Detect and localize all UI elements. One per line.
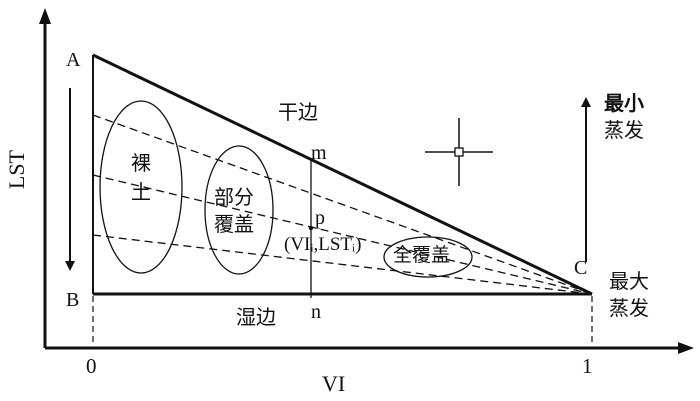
point-m-label: m xyxy=(311,142,327,164)
bare-soil-text: 裸土 xyxy=(131,151,151,204)
point-B-label: B xyxy=(66,289,80,311)
y-axis-label: LST xyxy=(4,150,29,190)
max-evaporation-line2: 蒸发 xyxy=(609,296,649,320)
crosshair-center xyxy=(454,147,464,157)
dry-edge-label: 干边 xyxy=(278,100,318,124)
isoline-2 xyxy=(92,174,593,295)
y-axis-arrowhead xyxy=(39,8,51,24)
full-cover-ellipse xyxy=(383,236,473,278)
x-tick-0: 0 xyxy=(86,354,97,378)
min-evaporation-line1: 最小 xyxy=(604,91,644,115)
isoline-3 xyxy=(92,234,593,295)
point-A-label: A xyxy=(66,49,81,71)
point-p-label: p xyxy=(315,207,325,229)
bare-soil-label: 裸土 xyxy=(125,149,157,207)
bare-soil-ellipse xyxy=(99,100,183,274)
partial-cover-line2: 覆盖 xyxy=(214,212,254,236)
point-p-coordinates: (VIᵢ,LSTᵢ) xyxy=(284,234,362,255)
point-n-label: n xyxy=(311,301,321,323)
full-cover-label: 全覆盖 xyxy=(393,244,451,266)
isoline-1 xyxy=(92,114,593,295)
max-evaporation-label: 最大 蒸发 xyxy=(609,268,649,322)
partial-cover-line1: 部分 xyxy=(214,185,254,209)
point-C-label: C xyxy=(574,257,588,279)
x-axis-arrowhead xyxy=(678,342,694,354)
partial-cover-ellipse xyxy=(204,145,274,275)
min-evaporation-line2: 蒸发 xyxy=(604,118,644,142)
min-evaporation-label: 最小 蒸发 xyxy=(604,90,644,144)
x-axis-label: VI xyxy=(322,371,346,396)
partial-cover-label: 部分 覆盖 xyxy=(214,184,254,238)
x-tick-1: 1 xyxy=(582,354,593,378)
point-p-dot xyxy=(308,225,314,231)
dry-edge-line xyxy=(92,53,593,296)
max-evaporation-line1: 最大 xyxy=(609,269,649,293)
wet-edge-label: 湿边 xyxy=(236,305,276,329)
